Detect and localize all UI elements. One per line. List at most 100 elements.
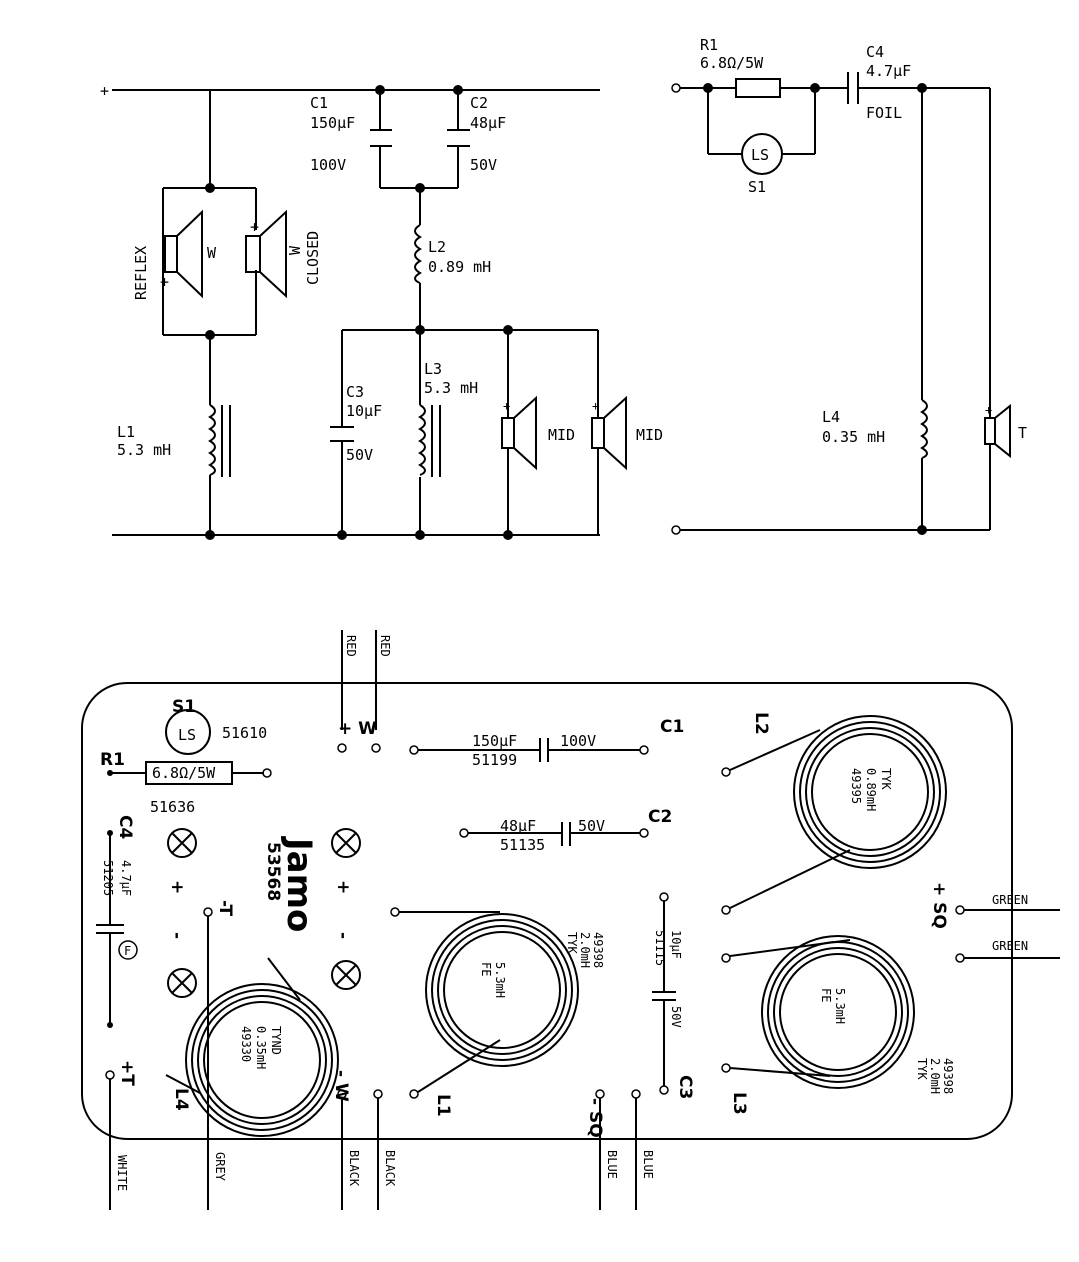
- c2-name: C2: [470, 94, 488, 112]
- board-c1-value: 150µF: [472, 732, 517, 750]
- l4-name: L4: [822, 408, 840, 426]
- l1-value: 5.3 mH: [117, 441, 171, 459]
- wire-green-1: GREEN: [992, 893, 1028, 907]
- mid1-polarity: +: [503, 399, 510, 413]
- plus-w-label: + W: [338, 719, 377, 739]
- reflex-label: REFLEX: [132, 246, 150, 300]
- board-l4-name: L4: [171, 1088, 191, 1111]
- board-s1-part: 51610: [222, 724, 267, 742]
- coil-l3-line2: 5.3mH: [833, 988, 847, 1024]
- woofer-reflex-polarity: +: [160, 273, 169, 291]
- terminal-cross-icon: [167, 828, 197, 858]
- coil-l4-line3: TYND: [269, 1026, 283, 1055]
- wire-green-2: GREEN: [992, 939, 1028, 953]
- coil-l4-icon: [185, 983, 339, 1137]
- coil-l3-side1: 49398: [941, 1058, 955, 1094]
- c2-voltage: 50V: [470, 156, 497, 174]
- c3-name: C3: [346, 383, 364, 401]
- c1-name: C1: [310, 94, 328, 112]
- board-minus-left: -: [167, 932, 187, 939]
- woofer-reflex-icon: [164, 209, 203, 299]
- tweeter-polarity: +: [985, 403, 992, 417]
- wire-red-1: RED: [344, 635, 358, 657]
- tweeter-return-terminal: [671, 525, 681, 535]
- foil-mark-icon: [118, 940, 138, 960]
- inductor-l1-icon: [208, 404, 231, 477]
- coil-l2-line1: 49395: [849, 768, 863, 804]
- coil-l4-line2: 0.35mH: [254, 1026, 268, 1069]
- c4-name: C4: [866, 43, 884, 61]
- board-c3-part: 51115: [653, 930, 667, 966]
- schematic-left: + REFLEX W + CLOSED W +: [100, 82, 663, 540]
- minus-t-label: -T: [215, 900, 235, 917]
- board-l2-name: L2: [751, 712, 771, 735]
- l4-value: 0.35 mH: [822, 428, 885, 446]
- board-c3-value: 10µF: [669, 930, 683, 959]
- wire-blue-2: BLUE: [641, 1150, 655, 1179]
- brand-part: 53568: [263, 842, 283, 901]
- board-plus-mid: +: [333, 880, 353, 894]
- coil-l3-icon: [761, 935, 915, 1089]
- wire-grey: GREY: [213, 1152, 227, 1182]
- s1-name: S1: [748, 178, 766, 196]
- resistor-r1-icon: [735, 78, 781, 98]
- pcb-layout: RED RED + W S1 LS 51610 R1 6.8Ω/5W 51636…: [81, 630, 1060, 1210]
- coil-l1-side1: 49398: [591, 932, 605, 968]
- wire-black-1: BLACK: [347, 1150, 361, 1187]
- s1-ls-icon: [165, 709, 211, 755]
- board-c2-name: C2: [648, 807, 672, 827]
- ls-symbol: LS: [751, 146, 769, 164]
- board-c4-part: 51205: [101, 860, 115, 896]
- closed-label: CLOSED: [304, 231, 322, 285]
- inductor-l2-icon: [414, 224, 422, 284]
- wire-red-2: RED: [378, 635, 392, 657]
- coil-l2-icon: [793, 715, 947, 869]
- woofer-closed-icon: [245, 209, 287, 299]
- plus-terminal-label: +: [100, 82, 109, 100]
- board-c4-name: C4: [115, 815, 135, 839]
- board-c1-name: C1: [660, 717, 684, 737]
- inductor-l3-icon: [418, 404, 441, 477]
- board-c4-f: F: [124, 944, 131, 958]
- woofer-closed-tag: W: [286, 245, 304, 255]
- mid2-label: MID: [636, 426, 663, 444]
- mid1-label: MID: [548, 426, 575, 444]
- board-c2-value: 48µF: [500, 817, 536, 835]
- c2-value: 48µF: [470, 114, 506, 132]
- coil-l3-side2: 2.0mH: [928, 1058, 942, 1094]
- wire-blue-1: BLUE: [605, 1150, 619, 1179]
- board-c2-part: 51135: [500, 836, 545, 854]
- board-s1-symbol: LS: [178, 726, 196, 744]
- tweeter-label: T: [1018, 424, 1027, 442]
- terminal-cross-icon: [167, 968, 197, 998]
- minus-w-label: - W: [331, 1070, 351, 1102]
- board-r1-part: 51636: [150, 798, 195, 816]
- wire-black-2: BLACK: [383, 1150, 397, 1187]
- plus-sq-label: + SQ: [929, 882, 949, 929]
- l1-name: L1: [117, 423, 135, 441]
- coil-l3-side3: TYK: [915, 1058, 929, 1080]
- r1-value: 6.8Ω/5W: [700, 54, 764, 72]
- board-l1-name: L1: [433, 1094, 453, 1117]
- board-r1-value: 6.8Ω/5W: [152, 764, 216, 782]
- l2-name: L2: [428, 238, 446, 256]
- tweeter-input-terminal: [671, 83, 681, 93]
- c3-voltage: 50V: [346, 446, 373, 464]
- c1-value: 150µF: [310, 114, 355, 132]
- coil-l1-icon: [425, 913, 579, 1067]
- coil-l1-line1: FE: [479, 962, 493, 976]
- board-c1-part: 51199: [472, 751, 517, 769]
- board-l3-name: L3: [729, 1092, 749, 1115]
- plus-t-label: +T: [117, 1060, 137, 1086]
- c1-voltage: 100V: [310, 156, 346, 174]
- wire-white: WHITE: [115, 1155, 129, 1191]
- terminal-cross-icon: [331, 960, 361, 990]
- brand-logo: Jamo: [279, 836, 319, 932]
- l3-value: 5.3 mH: [424, 379, 478, 397]
- coil-l1-line2: 5.3mH: [493, 962, 507, 998]
- coil-l4-line1: 49330: [239, 1026, 253, 1062]
- board-c2-voltage: 50V: [578, 817, 605, 835]
- c4-value: 4.7µF: [866, 62, 911, 80]
- l2-value: 0.89 mH: [428, 258, 491, 276]
- board-c3-name: C3: [675, 1075, 695, 1099]
